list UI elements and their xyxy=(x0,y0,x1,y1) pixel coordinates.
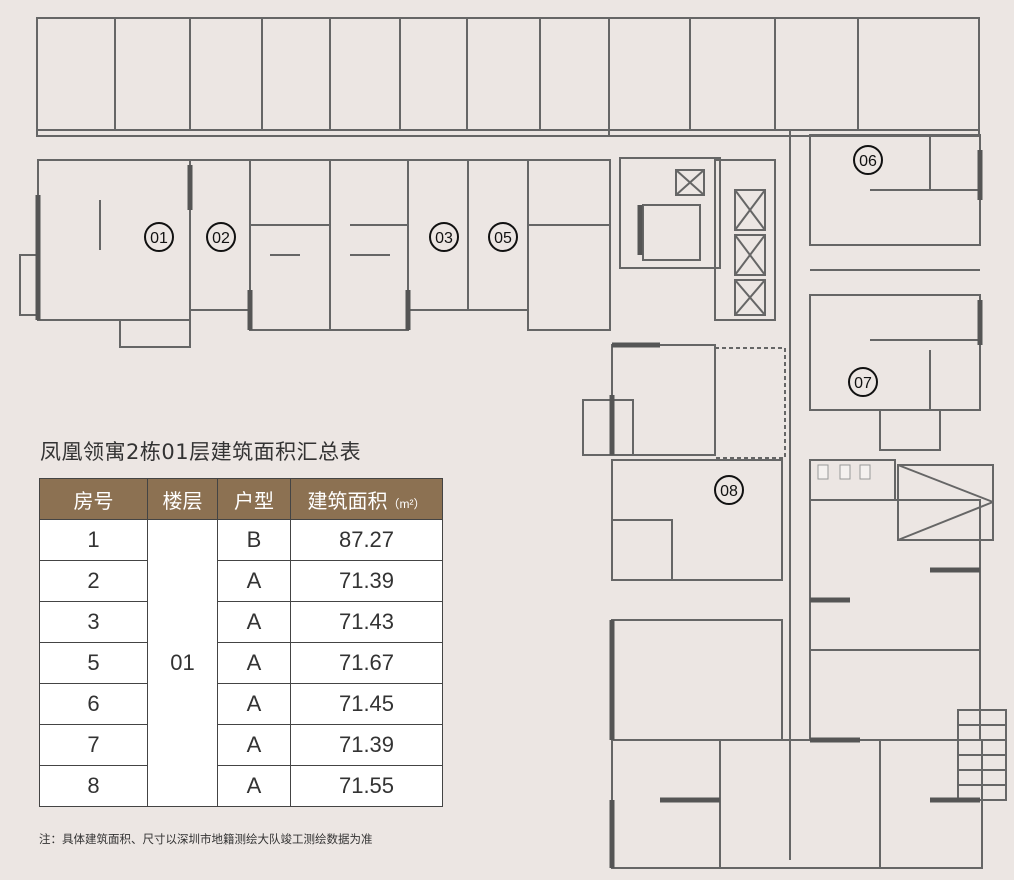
header-room: 房号 xyxy=(39,478,148,520)
room-cell: 5 xyxy=(39,642,148,684)
svg-text:02: 02 xyxy=(212,230,230,247)
unit-marker-06: 06 xyxy=(853,145,883,175)
header-area-unit: （m²） xyxy=(387,496,426,511)
unit-marker-05: 05 xyxy=(488,222,518,252)
area-summary-table: 房号 楼层 户型 建筑面积（m²） 1 01 B 87.27 2 A 71.39… xyxy=(39,478,443,807)
svg-text:08: 08 xyxy=(720,483,738,500)
room-cell: 8 xyxy=(39,765,148,807)
area-cell: 71.39 xyxy=(290,724,443,766)
type-cell: A xyxy=(217,642,291,684)
table-row: 7 A 71.39 xyxy=(39,724,443,766)
type-cell: A xyxy=(217,724,291,766)
floor-cell: 01 xyxy=(147,519,218,807)
area-cell: 71.67 xyxy=(290,642,443,684)
table-row: 1 01 B 87.27 xyxy=(39,519,443,807)
header-floor: 楼层 xyxy=(147,478,218,520)
area-cell: 71.43 xyxy=(290,601,443,643)
table-row: 6 A 71.45 xyxy=(39,683,443,725)
area-cell: 71.45 xyxy=(290,683,443,725)
top-right-shop-block xyxy=(608,17,980,137)
type-cell: A xyxy=(217,560,291,602)
unit-marker-08: 08 xyxy=(714,475,744,505)
header-type: 户型 xyxy=(217,478,291,520)
unit-markers: 01 02 03 05 06 07 08 xyxy=(144,145,883,505)
table-row: 3 A 71.43 xyxy=(39,601,443,643)
room-cell: 6 xyxy=(39,683,148,725)
svg-text:01: 01 xyxy=(150,230,168,247)
top-shop-block xyxy=(36,17,610,137)
header-area: 建筑面积（m²） xyxy=(290,478,443,520)
unit-marker-01: 01 xyxy=(144,222,174,252)
area-cell: 71.39 xyxy=(290,560,443,602)
footnote: 注：具体建筑面积、尺寸以深圳市地籍测绘大队竣工测绘数据为准 xyxy=(39,832,373,846)
table-row: 2 A 71.39 xyxy=(39,560,443,602)
type-cell: B xyxy=(217,519,291,561)
svg-text:05: 05 xyxy=(494,230,512,247)
room-cell: 7 xyxy=(39,724,148,766)
svg-text:06: 06 xyxy=(859,153,877,170)
room-cell: 2 xyxy=(39,560,148,602)
room-cell: 1 xyxy=(39,519,148,561)
type-cell: A xyxy=(217,683,291,725)
svg-text:03: 03 xyxy=(435,230,453,247)
room-cell: 3 xyxy=(39,601,148,643)
table-row: 5 A 71.67 xyxy=(39,642,443,684)
table-title: 凤凰领寓2栋01层建筑面积汇总表 xyxy=(40,440,362,464)
unit-marker-07: 07 xyxy=(848,367,878,397)
type-cell: A xyxy=(217,601,291,643)
svg-text:07: 07 xyxy=(854,375,872,392)
unit-07-outline xyxy=(809,294,981,411)
unit-marker-02: 02 xyxy=(206,222,236,252)
table-header-row: 房号 楼层 户型 建筑面积（m²） xyxy=(39,478,443,520)
area-cell: 87.27 xyxy=(290,519,443,561)
unit-marker-03: 03 xyxy=(429,222,459,252)
type-cell: A xyxy=(217,765,291,807)
area-cell: 71.55 xyxy=(290,765,443,807)
table-row: 8 A 71.55 xyxy=(39,765,443,807)
header-area-label: 建筑面积 xyxy=(307,488,388,513)
